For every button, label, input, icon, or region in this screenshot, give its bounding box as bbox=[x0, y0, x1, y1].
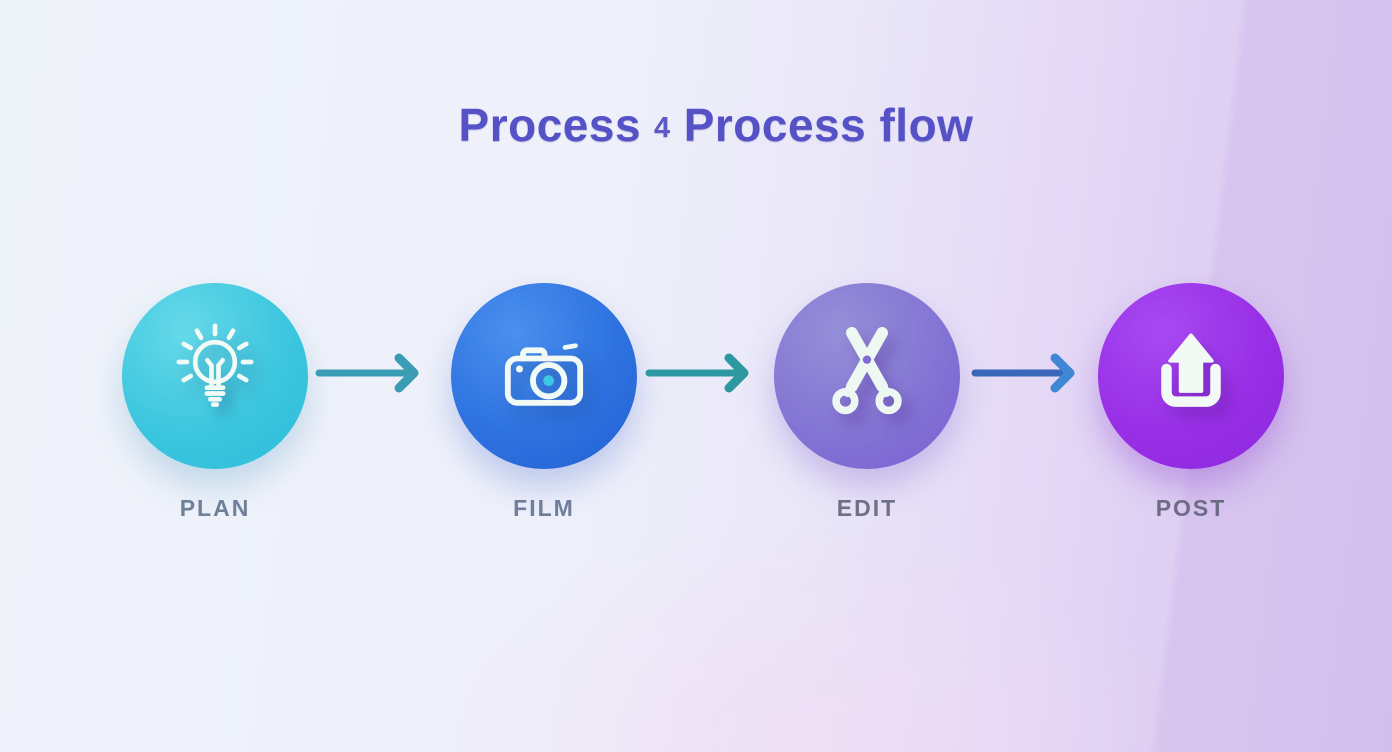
arrow-film-to-edit-icon bbox=[645, 353, 749, 393]
arrow-edit-to-post-icon bbox=[971, 353, 1075, 393]
scissors-icon bbox=[832, 327, 902, 415]
step-circle-post bbox=[1098, 283, 1284, 469]
step-circle-plan bbox=[122, 283, 308, 469]
step-label-post: POST bbox=[1155, 495, 1227, 521]
title-text-after: Process flow bbox=[683, 99, 974, 151]
step-label-plan: PLAN bbox=[179, 495, 251, 521]
page-title: Process 4 Process flow bbox=[20, 98, 1392, 152]
step-circle-film bbox=[451, 283, 637, 469]
step-label-film: FILM bbox=[513, 495, 575, 521]
title-text-before: Process bbox=[458, 99, 642, 151]
lightbulb-icon bbox=[176, 323, 254, 407]
upload-icon bbox=[1161, 333, 1221, 407]
step-label-edit: EDIT bbox=[836, 495, 898, 521]
step-circle-edit bbox=[774, 283, 960, 469]
arrow-plan-to-film-icon bbox=[315, 353, 419, 393]
camera-icon bbox=[504, 343, 584, 406]
title-separator: 4 bbox=[654, 112, 671, 144]
